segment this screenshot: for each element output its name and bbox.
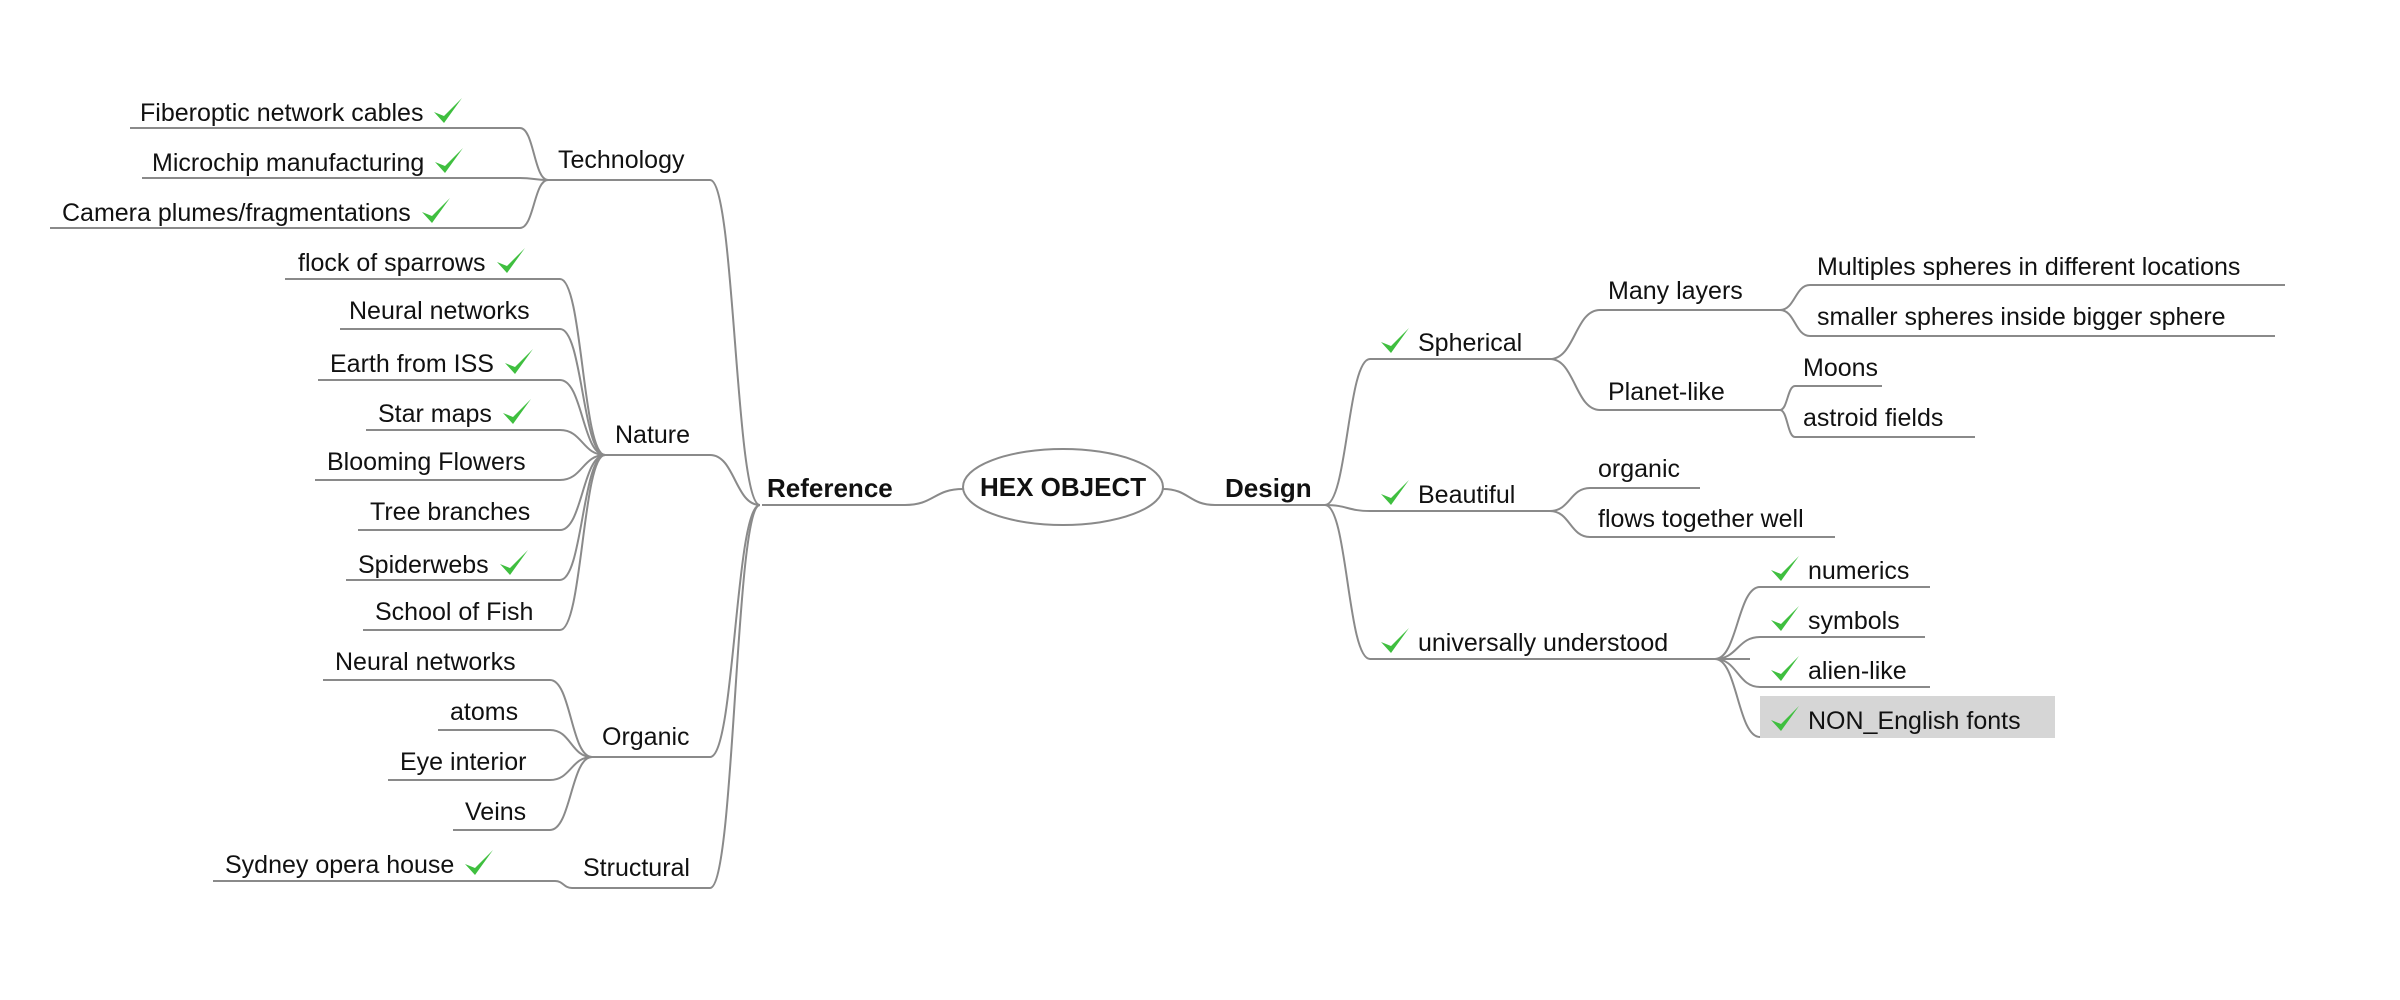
connector-structural xyxy=(709,504,761,889)
connector-nature xyxy=(709,454,761,506)
leaf-spiderwebs[interactable]: Spiderwebs xyxy=(358,547,531,580)
leaf-neural-networks-nature[interactable]: Neural networks xyxy=(349,297,530,325)
leaf-earth-from-iss[interactable]: Earth from ISS xyxy=(330,346,536,379)
leaf-school-of-fish[interactable]: School of Fish xyxy=(375,598,534,626)
check-icon xyxy=(1381,628,1409,653)
connector-leaf xyxy=(1549,510,1591,538)
connector-leaf xyxy=(1779,284,1811,311)
branch-reference[interactable]: Reference xyxy=(767,473,893,503)
leaf-moons[interactable]: Moons xyxy=(1803,354,1879,382)
check-icon xyxy=(504,349,533,374)
check-icon xyxy=(499,550,528,575)
connector-beautiful xyxy=(1324,504,1371,512)
connector-leaf xyxy=(1714,636,1761,660)
node-planet-like[interactable]: Planet-like xyxy=(1608,378,1725,406)
node-technology[interactable]: Technology xyxy=(558,146,685,174)
connector-many-layers xyxy=(1549,309,1601,360)
check-icon xyxy=(1381,480,1409,505)
node-structural[interactable]: Structural xyxy=(583,854,690,882)
leaf-blooming-flowers[interactable]: Blooming Flowers xyxy=(327,448,526,476)
leaf-non-english-fonts[interactable]: NON_English fonts xyxy=(1768,703,2021,736)
connector-organic-leaf xyxy=(549,729,593,758)
central-topic[interactable]: HEX OBJECT xyxy=(980,472,1147,502)
connector-leaf xyxy=(1779,309,1811,337)
connector-nature-leaf xyxy=(559,379,606,456)
leaf-camera-plumes[interactable]: Camera plumes/fragmentations xyxy=(62,195,453,228)
leaf-veins[interactable]: Veins xyxy=(465,798,527,826)
connector-leaf xyxy=(1714,658,1761,738)
check-icon xyxy=(1771,606,1799,631)
check-icon xyxy=(1381,328,1409,353)
leaf-multiple-spheres[interactable]: Multiples spheres in different locations xyxy=(1817,253,2241,281)
connector-spherical xyxy=(1324,358,1371,506)
leaf-eye-interior[interactable]: Eye interior xyxy=(400,748,527,776)
leaf-atoms[interactable]: atoms xyxy=(450,698,519,726)
node-spherical[interactable]: Spherical xyxy=(1378,325,1522,358)
node-beautiful[interactable]: Beautiful xyxy=(1378,477,1515,510)
connector-nature-leaf xyxy=(559,429,606,456)
check-icon xyxy=(434,98,463,123)
connector-nature-leaf xyxy=(559,454,606,581)
connector-planet-like xyxy=(1549,358,1601,411)
check-icon xyxy=(435,148,464,173)
connector-tech-leaf xyxy=(519,179,549,229)
connector-nature-leaf xyxy=(559,278,606,456)
connector-leaf xyxy=(1549,487,1591,512)
connector-structural-leaf xyxy=(554,880,573,889)
leaf-flows-together[interactable]: flows together well xyxy=(1598,505,1804,533)
connector-organic-leaf xyxy=(549,679,593,758)
central-topic-ellipse xyxy=(962,448,1164,526)
leaf-star-maps[interactable]: Star maps xyxy=(378,396,534,429)
check-icon xyxy=(1771,656,1799,681)
check-icon xyxy=(496,248,525,273)
leaf-flock-of-sparrows[interactable]: flock of sparrows xyxy=(298,245,528,278)
node-organic[interactable]: Organic xyxy=(602,723,690,751)
check-icon xyxy=(421,198,450,223)
check-icon xyxy=(465,850,494,875)
check-icon xyxy=(502,399,531,424)
connector-central-design xyxy=(1162,488,1216,506)
node-nature[interactable]: Nature xyxy=(615,421,691,449)
connector-universal xyxy=(1324,504,1371,660)
connector-organic xyxy=(709,504,761,758)
node-universally-understood[interactable]: universally understood xyxy=(1378,625,1668,658)
connector-leaf xyxy=(1714,658,1761,688)
leaf-alien-like[interactable]: alien-like xyxy=(1768,653,1907,686)
connector-tech-leaf xyxy=(519,127,549,181)
node-many-layers[interactable]: Many layers xyxy=(1608,277,1743,305)
branch-design[interactable]: Design xyxy=(1225,473,1312,503)
check-icon xyxy=(1771,706,1799,731)
leaf-fiberoptic[interactable]: Fiberoptic network cables xyxy=(140,95,465,128)
connector-technology xyxy=(709,179,761,506)
leaf-numerics[interactable]: numerics xyxy=(1768,553,1909,586)
check-icon xyxy=(1771,556,1799,581)
connector-central-reference xyxy=(904,488,964,506)
connector-nature-leaf xyxy=(559,328,606,456)
connector-nature-leaf xyxy=(559,454,606,631)
connector-leaf xyxy=(1779,409,1796,438)
connector-leaf xyxy=(1714,586,1761,660)
leaf-symbols[interactable]: symbols xyxy=(1768,603,1900,636)
leaf-sydney-opera-house[interactable]: Sydney opera house xyxy=(225,847,496,880)
connector-organic-leaf xyxy=(549,756,593,831)
selected-node-highlight xyxy=(1760,696,2055,738)
leaf-tree-branches[interactable]: Tree branches xyxy=(370,498,531,526)
leaf-neural-networks-organic[interactable]: Neural networks xyxy=(335,648,516,676)
leaf-microchip[interactable]: Microchip manufacturing xyxy=(152,145,466,178)
connector-leaf xyxy=(1779,385,1796,411)
leaf-organic[interactable]: organic xyxy=(1598,455,1680,483)
leaf-smaller-spheres[interactable]: smaller spheres inside bigger sphere xyxy=(1817,303,2226,331)
leaf-astroid-fields[interactable]: astroid fields xyxy=(1803,404,1944,432)
